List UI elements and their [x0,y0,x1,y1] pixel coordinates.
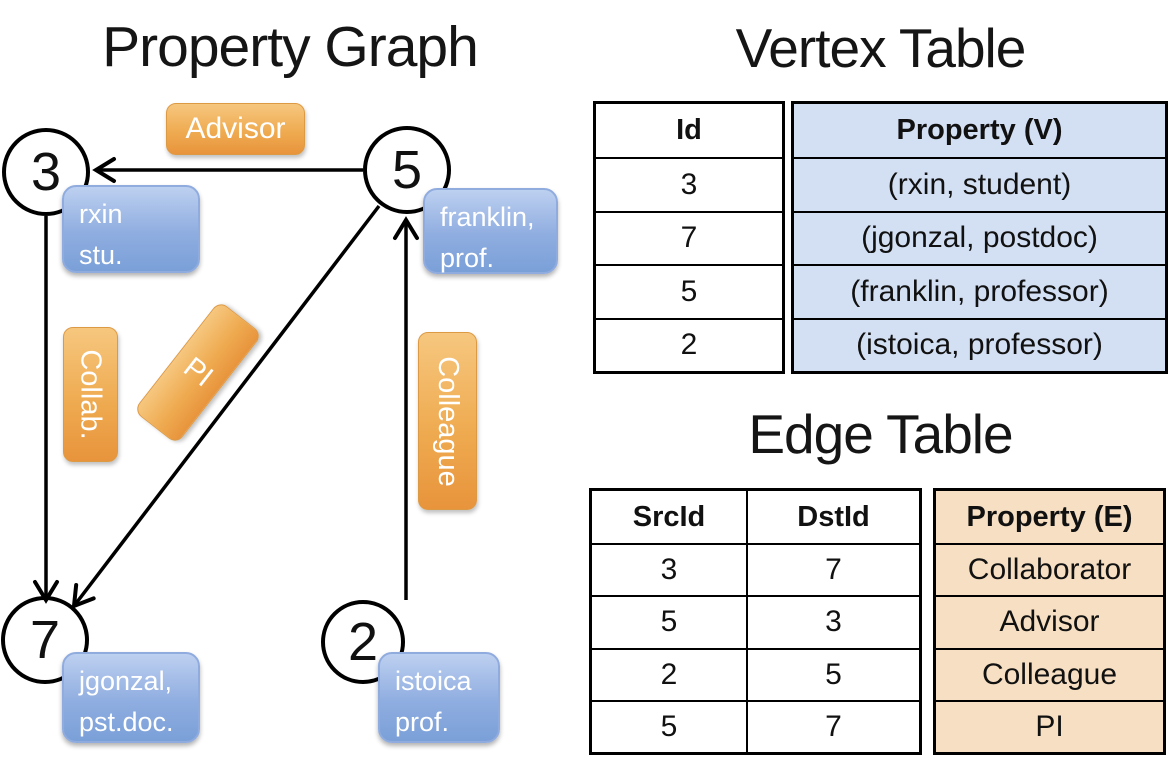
edge-label-advisor: Advisor [166,103,305,155]
edge-label-collab-text: Collab. [75,349,107,440]
vertex-property-line: istoica [395,666,472,696]
vertex-property-box-rxin: rxin stu. [62,185,200,273]
vertex-property-line: rxin [79,199,123,229]
edge-table-dst-cell: 7 [746,543,919,596]
edge-label-colleague-text: Colleague [432,355,465,487]
vertex-table-title: Vertex Table [735,17,1027,79]
edge-table-src-header: SrcId [632,500,706,533]
vertex-property-line: pst.doc. [79,706,174,737]
edge-table-src-cell: 2 [592,647,746,700]
vertex-table-property-cell: (franklin, professor) [794,264,1165,317]
edge-table-dst-cell: 7 [746,699,919,752]
edge-line-pi-5-to-7 [71,204,381,610]
edge-table-property-cell: Colleague [936,647,1163,700]
vertex-table-property-column: Property (V) (rxin, student) (jgonzal, p… [791,101,1168,374]
property-graph-title: Property Graph [102,15,479,79]
graph-edges-layer [33,157,419,610]
vertex-table-id-cell: 3 [596,157,782,210]
vertex-node-2-id: 2 [347,612,379,672]
vertex-property-line: prof. [395,706,450,737]
vertex-table-id-header: Id [676,114,702,147]
edge-table-property-cell: Collaborator [936,543,1163,595]
vertex-property-box-jgonzal: jgonzal, pst.doc. [62,652,200,743]
vertex-table-property-cell: (jgonzal, postdoc) [794,210,1165,264]
edge-label-collab: Collab. [63,327,118,462]
edge-table-property-column: Property (E) Collaborator Advisor Collea… [933,488,1166,755]
vertex-table-property-header: Property (V) [896,114,1063,147]
edge-table-title: Edge Table [748,403,1013,465]
vertex-table-id-cell: 7 [596,210,782,264]
vertex-property-box-franklin: franklin, prof. [423,188,558,274]
vertex-table-property-cell: (istoica, professor) [794,317,1165,371]
edge-label-colleague: Colleague [418,332,477,510]
vertex-node-5-id: 5 [391,140,423,200]
edge-table-dst-cell: 5 [746,647,919,700]
vertex-table-id-column: Id 3 7 5 2 [593,101,785,374]
edge-label-advisor-text: Advisor [185,112,286,145]
edge-table-src-cell: 5 [592,595,746,647]
edge-table-id-columns: SrcId DstId 3 7 5 3 2 5 5 7 [589,488,922,755]
vertex-property-line: franklin, [440,202,535,232]
vertex-property-line: prof. [440,242,495,273]
edge-table-dst-header: DstId [746,491,919,544]
vertex-property-line: stu. [79,239,123,270]
edge-table-src-cell: 5 [592,699,746,752]
vertex-table-id-cell: 2 [596,317,782,371]
edge-table-dst-cell: 3 [746,595,919,648]
vertex-node-7-id: 7 [29,610,61,670]
vertex-property-box-istoica: istoica prof. [378,652,500,743]
vertex-node-2: 2 [321,600,405,684]
vertex-node-3-id: 3 [30,142,62,202]
edge-table-src-cell: 3 [592,543,746,595]
vertex-property-line: jgonzal, [79,666,173,696]
vertex-table-property-cell: (rxin, student) [794,157,1165,210]
edge-table-property-cell: Advisor [936,595,1163,647]
edge-table-property-cell: PI [936,699,1163,752]
vertex-table-id-cell: 5 [596,264,782,317]
edge-label-pi-text: PI [177,351,219,394]
edge-table-property-header: Property (E) [966,500,1133,533]
